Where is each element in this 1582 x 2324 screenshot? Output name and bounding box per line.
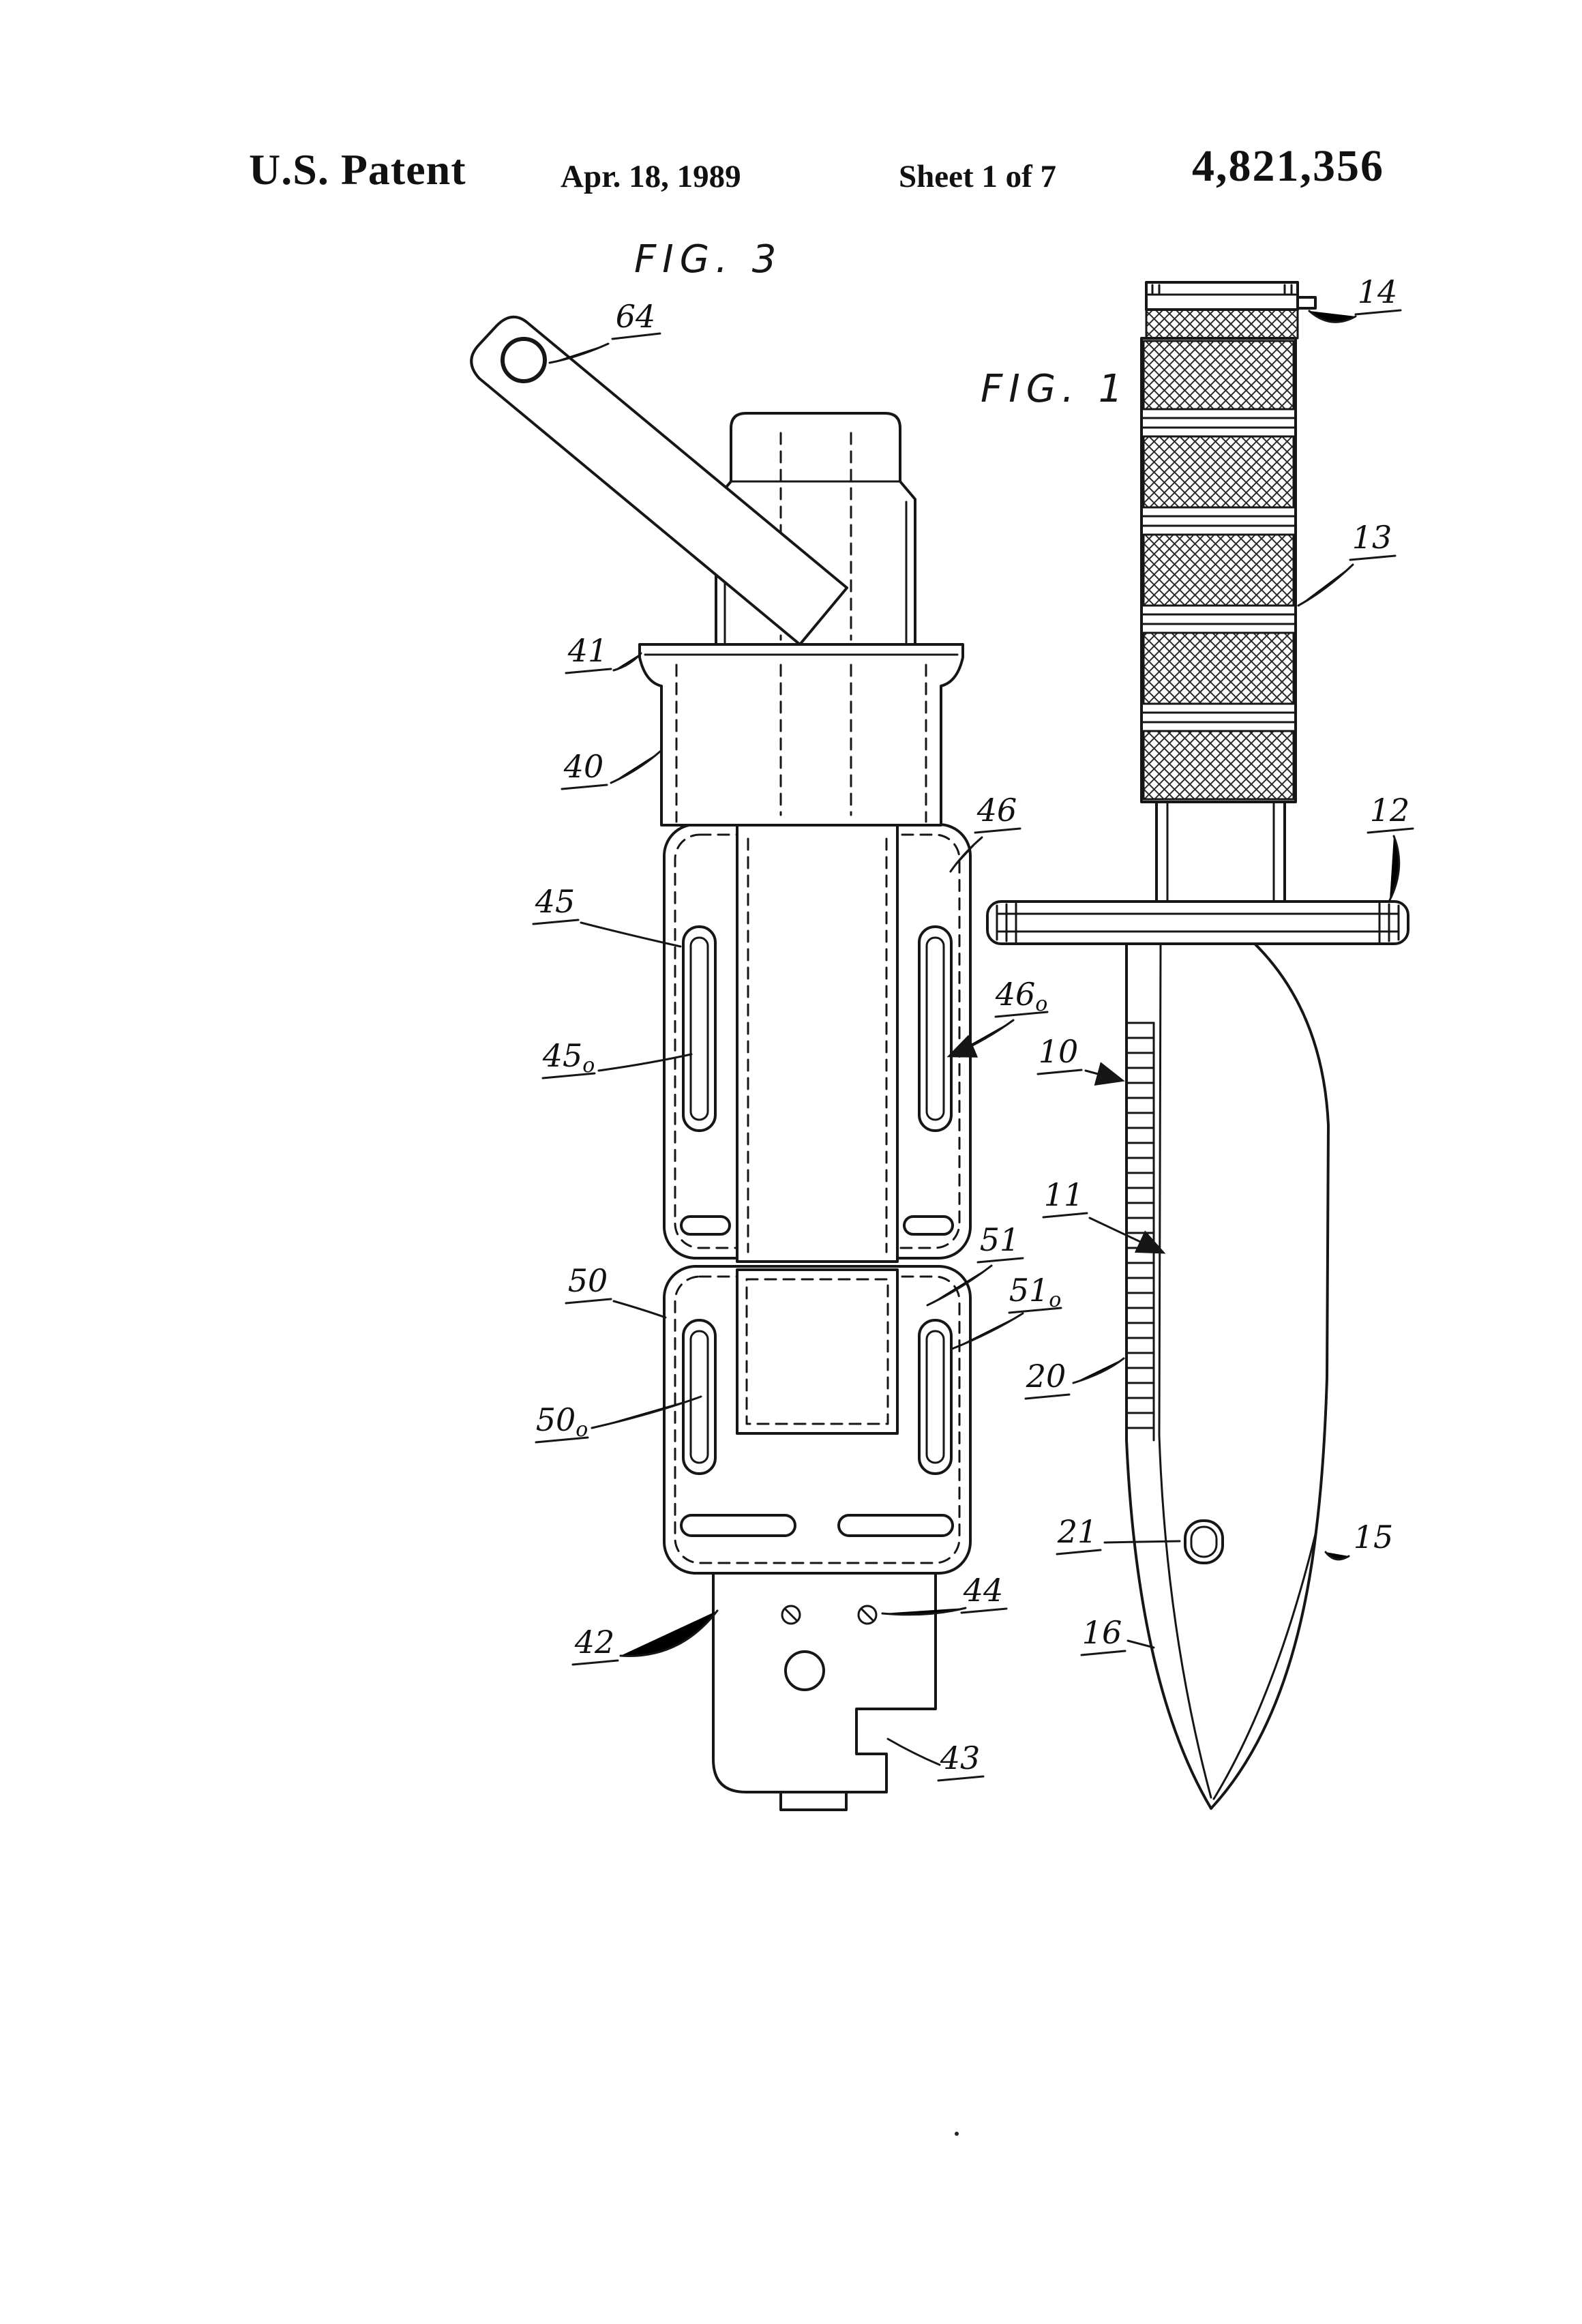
- sheath-bottom-plate: [712, 1570, 937, 1811]
- handle-ring-grooves: [1140, 417, 1297, 724]
- ref-leader-15: [1324, 1551, 1350, 1561]
- ref-leader-46: [949, 836, 983, 873]
- patent-sheet-count: Sheet 1 of 7: [899, 159, 1057, 194]
- knurl-band-5: [1142, 730, 1295, 801]
- ref-leader-41: [612, 652, 642, 672]
- ref-label-41: 41: [567, 632, 608, 669]
- patent-number: 4,821,356: [1192, 141, 1384, 191]
- figure-3-drawing: 64 41 40 45 45o 50 50o 42 46 46o 51: [470, 298, 1062, 1811]
- upper-strap-slot-left: [680, 1215, 731, 1236]
- ref-label-42: 42: [574, 1624, 615, 1660]
- cross-guard: [986, 900, 1409, 945]
- ref-label-16: 16: [1082, 1614, 1122, 1651]
- ref-underline-64: [611, 332, 661, 340]
- ref-leader-64: [548, 342, 610, 364]
- ref-label-44: 44: [963, 1572, 1004, 1609]
- knurl-band-4: [1142, 631, 1295, 705]
- ref-leader-42: [619, 1609, 719, 1657]
- fig1-reference-labels: 14 13 12 10 11 20 21 16 15: [1024, 273, 1414, 1656]
- ref-label-46o: 46o: [995, 976, 1048, 1016]
- ref-leader-21: [1103, 1540, 1181, 1544]
- ref-leader-50: [612, 1300, 667, 1319]
- knurl-band-1: [1142, 340, 1295, 411]
- sheath-throat: [638, 643, 964, 826]
- ref-label-51: 51: [980, 1221, 1020, 1258]
- fig3-reference-labels: 64 41 40 45 45o 50 50o 42 46 46o 51: [532, 298, 1062, 1782]
- ref-leader-46o: [946, 1019, 1015, 1058]
- ref-label-13: 13: [1352, 519, 1392, 556]
- ref-leader-50o: [591, 1395, 702, 1429]
- ref-label-21: 21: [1057, 1513, 1098, 1550]
- knife-blade: [1125, 940, 1330, 1810]
- upper-strap-slot-right: [903, 1215, 954, 1236]
- fig1-caption: FIG. 1: [981, 367, 1129, 411]
- knurl-band-3: [1142, 533, 1295, 607]
- upper-side-slot-left: [682, 925, 717, 1132]
- lower-strap-slot-right: [837, 1514, 954, 1537]
- plate-center-hole: [784, 1650, 825, 1691]
- ref-label-20: 20: [1026, 1358, 1066, 1395]
- ref-label-40: 40: [563, 748, 604, 785]
- ref-label-51o: 51o: [1009, 1272, 1062, 1312]
- ref-label-10: 10: [1039, 1033, 1079, 1070]
- patent-publication-title: U.S. Patent: [249, 145, 466, 194]
- hidden-knife-outline-lower: [779, 664, 852, 816]
- ref-label-11: 11: [1044, 1176, 1084, 1213]
- screw-right: [857, 1605, 878, 1625]
- ref-label-43: 43: [940, 1740, 981, 1776]
- knife-handle: [1140, 337, 1297, 803]
- pommel: [1145, 281, 1317, 340]
- ref-leader-12: [1388, 835, 1401, 902]
- ref-leader-51o: [951, 1312, 1024, 1350]
- lower-strap-slot-left: [680, 1514, 796, 1537]
- ref-leader-43: [886, 1738, 941, 1766]
- ref-label-45: 45: [535, 883, 576, 920]
- sheath-center-pocket: [736, 817, 899, 1435]
- ref-leader-10: [1084, 1062, 1125, 1086]
- grommet-hole: [501, 337, 547, 383]
- ref-leader-16: [1126, 1639, 1155, 1649]
- fig3-caption: FIG. 3: [634, 237, 783, 282]
- handle-neck: [1155, 801, 1286, 903]
- pommel-knurl-band: [1145, 308, 1299, 340]
- sheath-lower-pocket-front: [736, 1268, 899, 1435]
- ref-label-46: 46: [976, 792, 1017, 829]
- figure-1-drawing: 14 13 12 10 11 20 21 16 15: [986, 273, 1414, 1810]
- upper-side-slot-right: [918, 925, 953, 1132]
- guard-end-hatch-right: [1378, 902, 1400, 943]
- ref-label-14: 14: [1358, 273, 1398, 310]
- guard-end-hatch-left: [996, 902, 1017, 943]
- ref-leader-40: [610, 750, 661, 784]
- pommel-hatch: [1151, 284, 1293, 295]
- knurl-band-2: [1142, 435, 1295, 509]
- ref-leader-14: [1308, 310, 1357, 323]
- ref-leader-13: [1297, 563, 1354, 607]
- ref-leader-45: [580, 921, 682, 948]
- ref-label-64: 64: [616, 298, 656, 335]
- sheath-strap: [470, 315, 848, 646]
- ref-label-45o: 45o: [542, 1037, 595, 1077]
- ref-leader-11: [1088, 1217, 1166, 1254]
- ref-label-12: 12: [1370, 792, 1410, 829]
- ref-label-50o: 50o: [536, 1401, 588, 1442]
- pommel-pin: [1296, 296, 1317, 310]
- ref-label-15: 15: [1354, 1519, 1394, 1555]
- blade-clip-line: [1212, 1530, 1317, 1800]
- ref-leader-20: [1072, 1357, 1125, 1384]
- lower-side-slot-right: [918, 1319, 953, 1475]
- ref-label-50: 50: [568, 1262, 608, 1299]
- plate-foot: [779, 1791, 848, 1811]
- patent-date: Apr. 18, 1989: [561, 159, 741, 194]
- ref-leader-45o: [597, 1053, 693, 1072]
- ref-leader-44: [881, 1607, 967, 1616]
- screw-left: [781, 1605, 801, 1625]
- blade-grind-line: [1158, 943, 1212, 1799]
- stray-mark: [955, 2132, 959, 2136]
- ref-leader-51: [926, 1264, 993, 1307]
